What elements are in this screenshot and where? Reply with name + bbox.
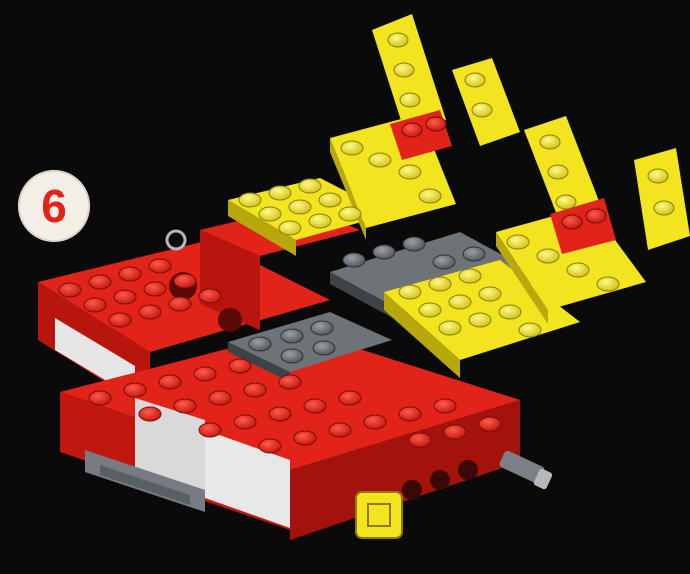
- axle-peg: [498, 450, 553, 491]
- yellow-tile: [356, 492, 402, 538]
- gray-connector: [167, 231, 185, 249]
- yellow-bracket-left: [330, 14, 520, 240]
